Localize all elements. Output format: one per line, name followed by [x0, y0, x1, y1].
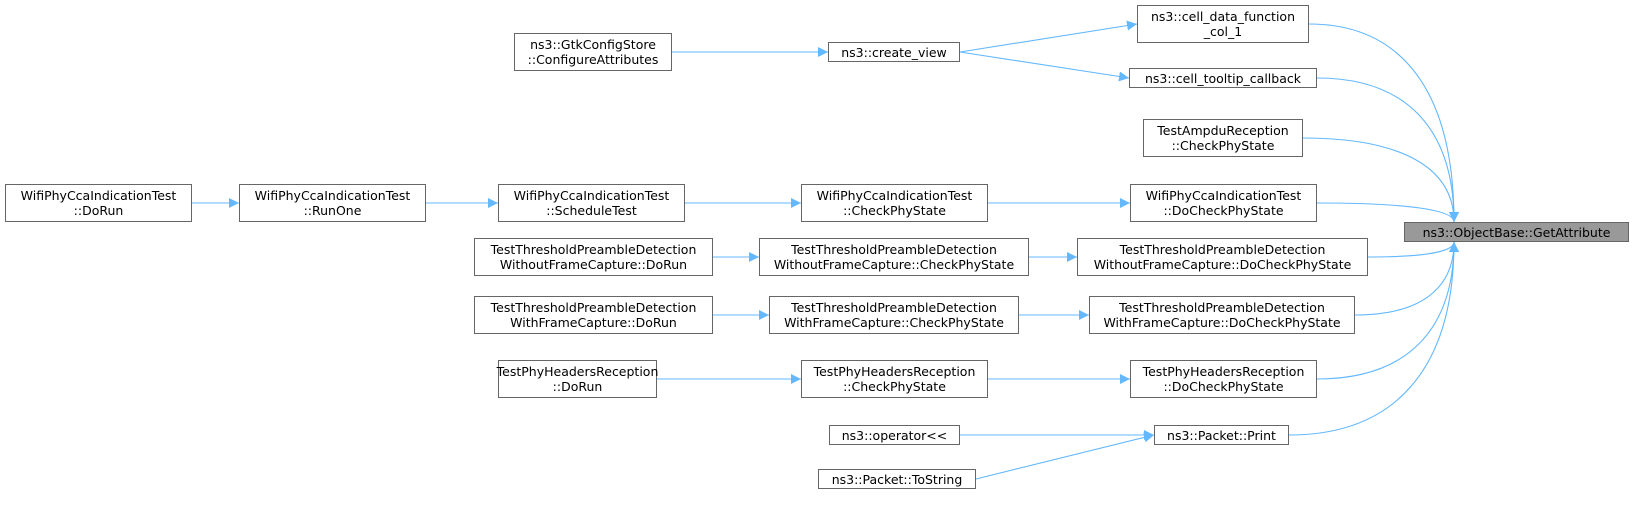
node-label-line: ::DoCheckPhyState	[1163, 379, 1284, 394]
node-label-line: WithFrameCapture::DoRun	[510, 315, 677, 330]
node-label-line: TestThresholdPreambleDetection	[490, 242, 697, 257]
node-ctc[interactable]: ns3::cell_tooltip_callback	[1129, 68, 1317, 88]
edge-create_view-to-ctc	[959, 51, 1130, 82]
node-label-line: _col_1	[1203, 24, 1243, 39]
edge-ampdu-to-getattr	[1302, 137, 1459, 223]
node-label-line: ns3::Packet::ToString	[831, 471, 963, 487]
node-label-line: WifiPhyCcaIndicationTest	[20, 188, 177, 203]
node-wcca_runone[interactable]: WifiPhyCcaIndicationTest::RunOne	[239, 184, 426, 222]
node-label-line: ::DoRun	[73, 203, 124, 218]
node-phh_do[interactable]: TestPhyHeadersReception::DoCheckPhyState	[1130, 360, 1317, 398]
edge-wcca_do-to-getattr	[1316, 202, 1459, 223]
node-label-line: WifiPhyCcaIndicationTest	[513, 188, 670, 203]
node-create_view[interactable]: ns3::create_view	[828, 42, 960, 62]
node-label-line: ::ConfigureAttributes	[527, 52, 659, 67]
node-label-line: WithoutFrameCapture::CheckPhyState	[773, 257, 1015, 272]
node-cdf[interactable]: ns3::cell_data_function_col_1	[1137, 5, 1309, 43]
node-gtk[interactable]: ns3::GtkConfigStore::ConfigureAttributes	[514, 33, 672, 71]
node-label-line: WifiPhyCcaIndicationTest	[816, 188, 973, 203]
node-label-line: WifiPhyCcaIndicationTest	[1145, 188, 1302, 203]
root-node-getattr[interactable]: ns3::ObjectBase::GetAttribute	[1404, 222, 1629, 242]
node-label-line: WithoutFrameCapture::DoCheckPhyState	[1093, 257, 1352, 272]
node-phh_check[interactable]: TestPhyHeadersReception::CheckPhyState	[801, 360, 988, 398]
edge-ctc-to-getattr	[1316, 77, 1459, 223]
node-label-line: WithFrameCapture::DoCheckPhyState	[1103, 315, 1341, 330]
node-wcca_check[interactable]: WifiPhyCcaIndicationTest::CheckPhyState	[801, 184, 988, 222]
node-label-line: ns3::create_view	[841, 44, 947, 60]
node-label-line: TestThresholdPreambleDetection	[791, 300, 997, 315]
node-wcca_do[interactable]: WifiPhyCcaIndicationTest::DoCheckPhyStat…	[1130, 184, 1317, 222]
node-label-line: ns3::operator<<	[841, 427, 948, 443]
edge-phh_do-to-getattr	[1316, 241, 1459, 380]
node-label-line: ::CheckPhyState	[843, 203, 946, 218]
node-wcca_dorun[interactable]: WifiPhyCcaIndicationTest::DoRun	[5, 184, 192, 222]
edge-create_view-to-cdf	[959, 20, 1138, 53]
node-op[interactable]: ns3::operator<<	[829, 425, 960, 445]
node-label-line: TestPhyHeadersReception	[496, 364, 659, 379]
node-label-line: ::CheckPhyState	[1171, 138, 1275, 153]
node-label-line: TestThresholdPreambleDetection	[791, 242, 997, 257]
node-tostr[interactable]: ns3::Packet::ToString	[818, 469, 976, 489]
node-label-line: ns3::ObjectBase::GetAttribute	[1422, 224, 1611, 240]
node-label-line: ::ScheduleTest	[546, 203, 637, 218]
edge-tpd_wo_do-to-getattr	[1367, 241, 1459, 258]
node-label-line: WithFrameCapture::CheckPhyState	[784, 315, 1004, 330]
node-phh_run[interactable]: TestPhyHeadersReception::DoRun	[496, 360, 659, 398]
node-label-line: TestThresholdPreambleDetection	[1119, 300, 1325, 315]
node-label-line: ::CheckPhyState	[843, 379, 946, 394]
node-label-line: ::RunOne	[303, 203, 362, 218]
node-label-line: TestPhyHeadersReception	[1142, 364, 1305, 379]
node-label-line: TestAmpduReception	[1157, 123, 1289, 138]
node-label-line: ns3::Packet::Print	[1167, 427, 1276, 443]
node-label-line: WithoutFrameCapture::DoRun	[499, 257, 688, 272]
node-label-line: ns3::cell_tooltip_callback	[1145, 70, 1301, 86]
node-label-line: ::DoCheckPhyState	[1163, 203, 1284, 218]
node-label-line: TestThresholdPreambleDetection	[1119, 242, 1326, 257]
edge-tostr-to-pkt_print	[975, 432, 1155, 480]
edge-pkt_print-to-getattr	[1288, 241, 1459, 436]
node-ampdu[interactable]: TestAmpduReception::CheckPhyState	[1143, 119, 1303, 157]
node-wcca_sched[interactable]: WifiPhyCcaIndicationTest::ScheduleTest	[498, 184, 685, 222]
node-label-line: ::DoRun	[552, 379, 603, 394]
edge-cdf-to-getattr	[1308, 23, 1459, 223]
node-label-line: ns3::GtkConfigStore	[530, 37, 656, 52]
node-label-line: TestThresholdPreambleDetection	[490, 300, 697, 315]
node-label-line: WifiPhyCcaIndicationTest	[254, 188, 411, 203]
node-pkt_print[interactable]: ns3::Packet::Print	[1154, 425, 1289, 445]
edge-tpd_w_do-to-getattr	[1354, 241, 1459, 316]
node-label-line: ns3::cell_data_function	[1150, 9, 1296, 24]
node-label-line: TestPhyHeadersReception	[813, 364, 976, 379]
